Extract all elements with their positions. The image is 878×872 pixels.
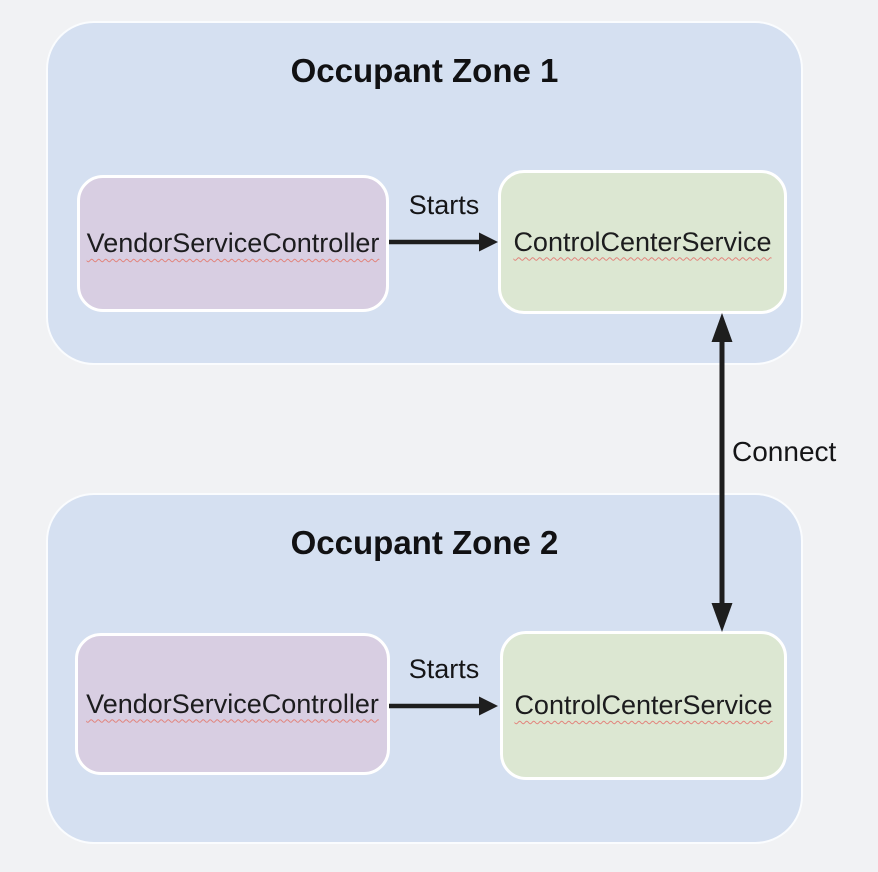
zone-1-vendor-service-controller-node: VendorServiceController <box>77 175 389 312</box>
zone-2-vendor-node-label: VendorServiceController <box>86 688 379 719</box>
zone-1-title: Occupant Zone 1 <box>290 52 559 89</box>
connect-label: Connect <box>732 436 837 467</box>
starts-label-zone-2: Starts <box>408 654 480 684</box>
zone-2-control-node-label: ControlCenterService <box>514 690 773 720</box>
zone-1-vendor-node-label: VendorServiceController <box>86 228 380 258</box>
zone-1-control-center-service-node: ControlCenterService <box>498 170 787 314</box>
zone-1-control-node-label: ControlCenterService <box>513 226 772 257</box>
starts-label-zone-1: Starts <box>408 190 480 220</box>
zone-2-title: Occupant Zone 2 <box>290 524 559 561</box>
zone-2-vendor-service-controller-node: VendorServiceController <box>75 633 390 775</box>
occupant-zone-1: Occupant Zone 1 VendorServiceController … <box>46 21 803 365</box>
zone-2-control-center-service-node: ControlCenterService <box>500 631 787 780</box>
occupant-zone-2: Occupant Zone 2 VendorServiceController … <box>46 493 803 844</box>
